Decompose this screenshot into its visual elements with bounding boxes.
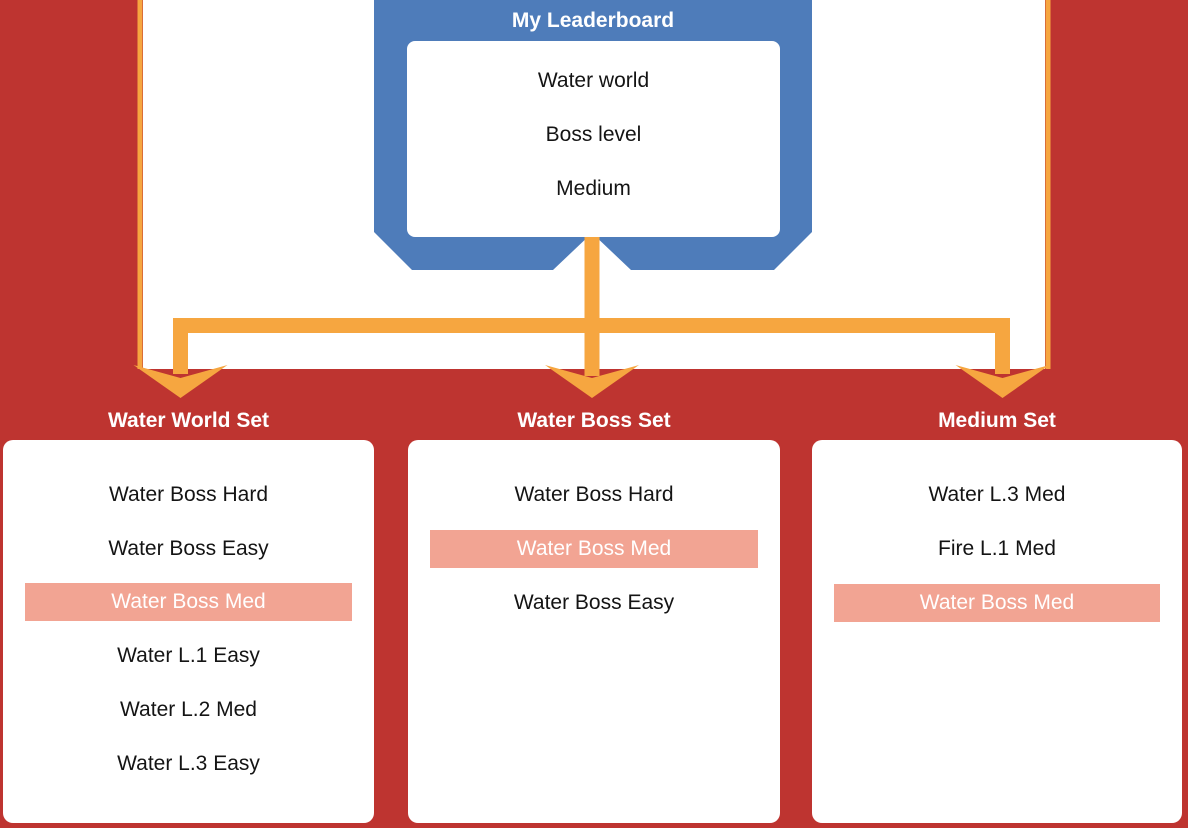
- connector-right-elbow: [995, 318, 1010, 374]
- list-item: Water L.2 Med: [120, 698, 257, 721]
- connector-center-shaft: [584, 229, 600, 376]
- set-card-medium: Water L.3 Med Fire L.1 Med Water Boss Me…: [812, 440, 1182, 823]
- list-item-highlighted: Water Boss Med: [834, 584, 1160, 622]
- list-item: Water L.3 Easy: [117, 752, 260, 775]
- set-header-medium: Medium Set: [938, 409, 1056, 432]
- leaderboard-node-title: My Leaderboard: [511, 9, 675, 32]
- list-item-highlighted: Water Boss Med: [430, 530, 758, 568]
- set-card-water-world: Water Boss Hard Water Boss Easy Water Bo…: [3, 440, 374, 823]
- connector-left-outer-line: [137, 0, 143, 369]
- list-item: Water Boss Easy: [513, 591, 675, 614]
- leaderboard-node-body: Water world Boss level Medium: [407, 41, 780, 237]
- leaderboard-item-level: Boss level: [545, 123, 642, 146]
- list-item: Water Boss Hard: [108, 483, 269, 506]
- leaderboard-item-world: Water world: [537, 69, 650, 92]
- list-item: Water L.1 Easy: [117, 644, 260, 667]
- set-card-water-boss: Water Boss Hard Water Boss Med Water Bos…: [408, 440, 780, 823]
- list-item: Water Boss Hard: [514, 483, 674, 506]
- set-header-water-boss: Water Boss Set: [517, 409, 671, 432]
- list-item-highlighted: Water Boss Med: [25, 583, 352, 621]
- arrowhead-right-icon: [955, 365, 1050, 398]
- connector-right-outer-line: [1045, 0, 1051, 369]
- list-item: Water Boss Easy: [108, 537, 269, 560]
- set-header-water-world: Water World Set: [107, 409, 270, 432]
- connector-left-elbow: [173, 318, 188, 374]
- arrowhead-left-icon: [133, 365, 228, 398]
- list-item: Water L.3 Med: [928, 483, 1066, 506]
- list-item: Fire L.1 Med: [938, 537, 1056, 560]
- leaderboard-item-difficulty: Medium: [556, 177, 631, 200]
- arrowhead-center-icon: [545, 365, 639, 398]
